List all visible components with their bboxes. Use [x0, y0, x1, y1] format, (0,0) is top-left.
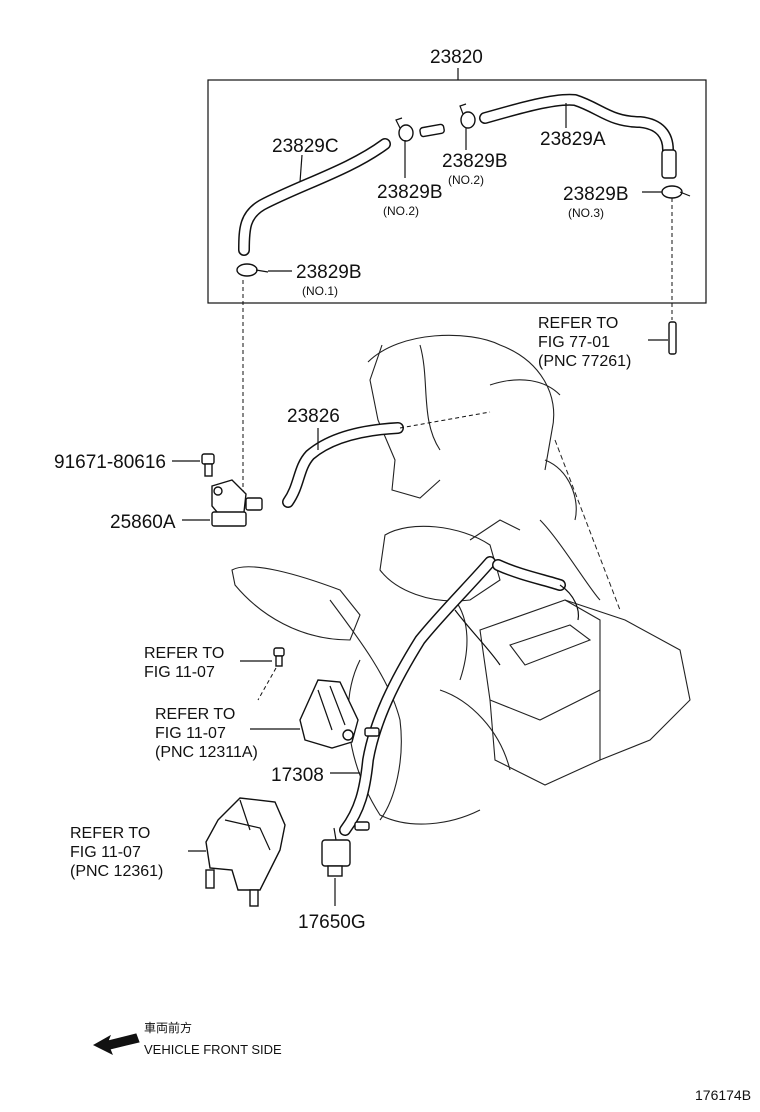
hose-23829a[interactable]: [479, 93, 677, 179]
clamp-no1[interactable]: [236, 263, 269, 277]
callout-91671-80616: 91671-80616: [54, 452, 166, 473]
label-no2-mid: (NO.2): [448, 173, 484, 187]
ref-fig11-bolt-line1: REFER TO: [144, 645, 224, 662]
ref-fig11-b-line3: (PNC 12361): [70, 863, 163, 880]
ref-fig77-line2: FIG 77-01: [538, 334, 610, 351]
callout-23820: 23820: [430, 47, 483, 68]
callout-23829c: 23829C: [272, 136, 339, 157]
bolt-91671-80616[interactable]: [201, 453, 215, 477]
clamp-no2-left[interactable]: [395, 117, 414, 142]
legend-jp: 車両前方: [144, 1020, 192, 1035]
callout-17308: 17308: [271, 765, 324, 786]
ref-fig11-a-line1: REFER TO: [155, 706, 235, 723]
ref-fig11-a-line2: FIG 11-07: [155, 725, 226, 742]
clamp-no2-mid[interactable]: [459, 103, 476, 129]
label-no2-left: (NO.2): [383, 204, 419, 218]
hose-23829c[interactable]: [238, 138, 391, 256]
valve-25860a[interactable]: [211, 479, 263, 527]
legend-en: VEHICLE FRONT SIDE: [144, 1042, 282, 1057]
label-no3: (NO.3): [568, 206, 604, 220]
engine-outline: [231, 334, 691, 825]
label-no1: (NO.1): [302, 284, 338, 298]
callout-25860a: 25860A: [110, 512, 176, 533]
callout-23829b-no1: 23829B: [296, 262, 362, 283]
callout-23829b-no2-mid: 23829B: [442, 151, 508, 172]
pipe-ref-77-01: [648, 321, 677, 355]
assembly-box-23820: [207, 79, 707, 304]
callout-23826: 23826: [287, 406, 340, 427]
hose-17308[interactable]: [339, 556, 580, 836]
figure-id: 176174B: [695, 1087, 751, 1103]
callout-17650g: 17650G: [298, 912, 366, 933]
callout-23829b-no2-left: 23829B: [377, 182, 443, 203]
ref-fig77-line3: (PNC 77261): [538, 353, 631, 370]
bracket-12361: [205, 797, 286, 907]
vehicle-front-legend: 車両前方 VEHICLE FRONT SIDE: [92, 1020, 282, 1057]
connector-pipe[interactable]: [419, 123, 445, 138]
clamp-no3[interactable]: [661, 185, 691, 199]
callout-23829b-no3: 23829B: [563, 184, 629, 205]
ref-fig11-b-line1: REFER TO: [70, 825, 150, 842]
ref-fig11-bolt-line2: FIG 11-07: [144, 664, 215, 681]
ref-fig11-a-line3: (PNC 12311A): [155, 744, 258, 761]
arrow-left-icon: [92, 1033, 140, 1056]
bolt-ref-11-07: [273, 647, 285, 667]
hose-23826[interactable]: [282, 422, 404, 508]
ref-fig11-b-line2: FIG 11-07: [70, 844, 141, 861]
bracket-12311a: [299, 679, 359, 749]
callout-23829a: 23829A: [540, 129, 606, 150]
ref-fig77-line1: REFER TO: [538, 315, 618, 332]
valve-17650g[interactable]: [321, 827, 351, 877]
